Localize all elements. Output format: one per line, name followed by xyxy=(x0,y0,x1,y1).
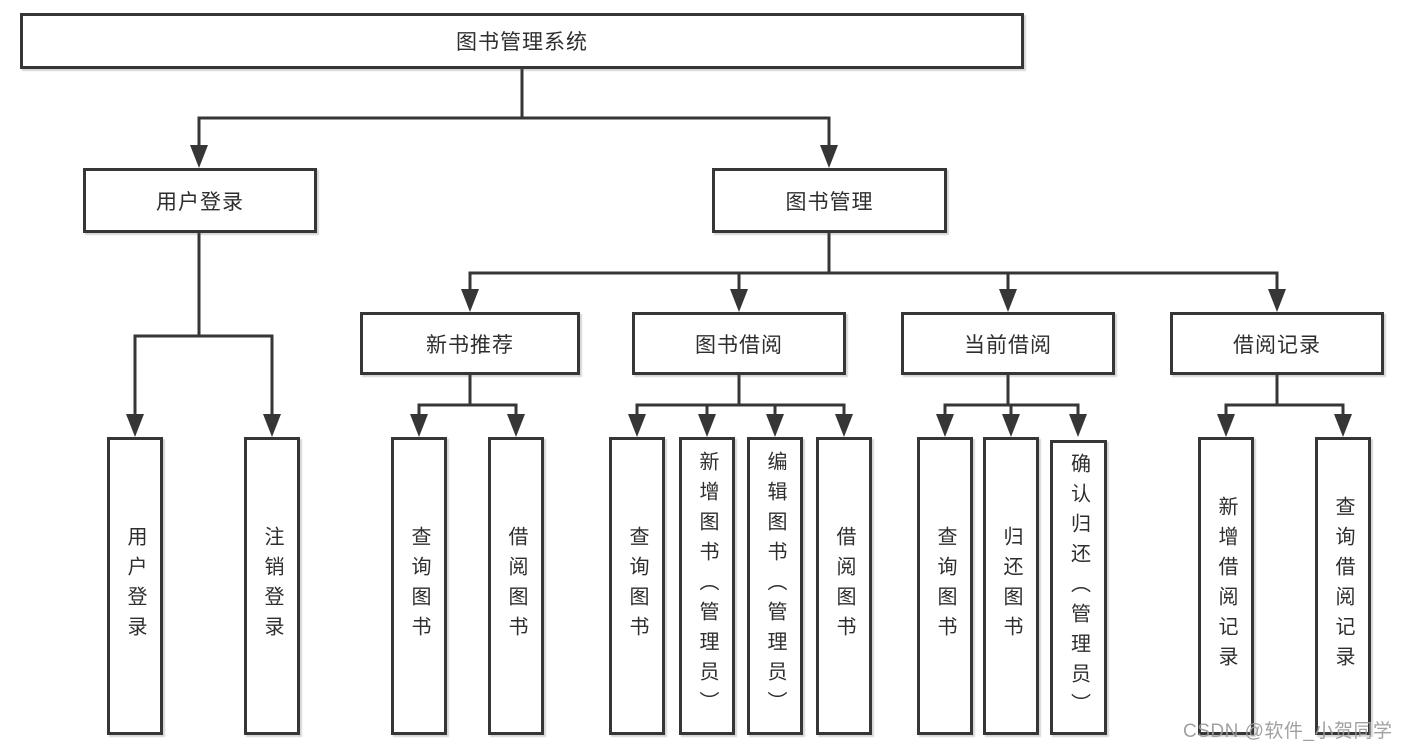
leaf-query-borrow-record-label: 查询借阅记录 xyxy=(1332,496,1354,676)
leaf-return-books: 归还图书 xyxy=(983,437,1039,735)
node-borrowing-records-label: 借阅记录 xyxy=(1233,333,1321,357)
node-borrowing-records: 借阅记录 xyxy=(1170,312,1384,375)
node-user-login-label: 用户登录 xyxy=(156,190,244,214)
leaf-user-login-label: 用户登录 xyxy=(124,526,146,646)
leaf-query-books-2: 查询图书 xyxy=(609,437,665,735)
leaf-confirm-return-admin: 确认归还（管理员） xyxy=(1050,440,1107,735)
leaf-query-books-2-label: 查询图书 xyxy=(626,526,648,646)
node-library-system-label: 图书管理系统 xyxy=(456,31,588,54)
node-new-book-recommend: 新书推荐 xyxy=(360,312,580,375)
leaf-query-books-3: 查询图书 xyxy=(917,437,973,735)
leaf-add-borrow-record-label: 新增借阅记录 xyxy=(1215,496,1237,676)
watermark: CSDN @软件_小贺同学 xyxy=(1183,721,1393,742)
node-book-management-label: 图书管理 xyxy=(785,190,874,214)
leaf-edit-book-admin-label: 编辑图书（管理员） xyxy=(764,451,786,721)
leaf-query-books-1: 查询图书 xyxy=(391,437,447,735)
leaf-user-login: 用户登录 xyxy=(107,437,163,735)
leaf-query-borrow-record: 查询借阅记录 xyxy=(1315,437,1371,735)
leaf-logout-label: 注销登录 xyxy=(261,526,283,646)
leaf-logout: 注销登录 xyxy=(244,437,300,735)
leaf-borrow-books-1-label: 借阅图书 xyxy=(505,526,527,646)
node-library-system: 图书管理系统 xyxy=(20,13,1024,69)
node-book-management: 图书管理 xyxy=(712,168,947,233)
leaf-borrow-books-2-label: 借阅图书 xyxy=(833,526,855,646)
node-book-borrowing: 图书借阅 xyxy=(632,312,846,375)
leaf-borrow-books-2: 借阅图书 xyxy=(816,437,872,735)
node-new-book-recommend-label: 新书推荐 xyxy=(426,333,514,357)
leaf-add-book-admin: 新增图书（管理员） xyxy=(679,437,735,735)
leaf-query-books-1-label: 查询图书 xyxy=(408,526,430,646)
leaf-add-borrow-record: 新增借阅记录 xyxy=(1198,437,1254,735)
leaf-edit-book-admin: 编辑图书（管理员） xyxy=(747,437,803,735)
node-book-borrowing-label: 图书借阅 xyxy=(695,333,783,357)
leaf-add-book-admin-label: 新增图书（管理员） xyxy=(696,451,718,721)
leaf-query-books-3-label: 查询图书 xyxy=(934,526,956,646)
leaf-borrow-books-1: 借阅图书 xyxy=(488,437,544,735)
node-current-borrowing-label: 当前借阅 xyxy=(964,333,1052,357)
leaf-return-books-label: 归还图书 xyxy=(1000,526,1022,646)
node-user-login: 用户登录 xyxy=(83,168,317,233)
leaf-confirm-return-admin-label: 确认归还（管理员） xyxy=(1067,452,1090,723)
arrowheads xyxy=(126,145,1352,437)
node-current-borrowing: 当前借阅 xyxy=(901,312,1115,375)
